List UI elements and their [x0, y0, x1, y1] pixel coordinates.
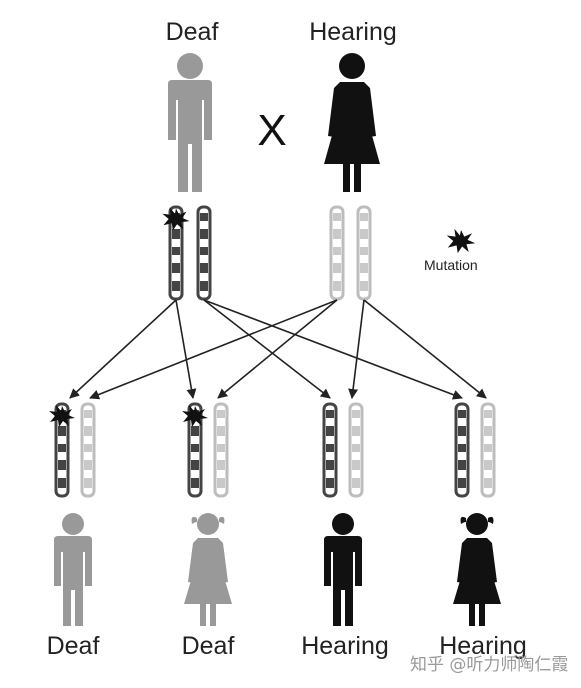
father-figure	[168, 53, 212, 192]
child-1-chromosomes	[49, 402, 96, 498]
child-2-chromosomes	[182, 402, 229, 498]
child-4-label: Hearing	[439, 632, 527, 660]
father-chromosomes	[162, 205, 212, 301]
mother-figure	[324, 53, 380, 192]
child-3-label: Hearing	[301, 632, 389, 660]
child-2-figure	[184, 513, 232, 626]
child-3-figure	[324, 513, 362, 626]
watermark: 知乎 @听力师陶仁霞	[410, 655, 569, 675]
mother-chromosomes	[329, 205, 372, 301]
child-1-figure	[54, 513, 92, 626]
child-4-chromosomes	[454, 402, 496, 498]
mutation-legend-icon	[446, 228, 476, 254]
cross-label: X	[257, 106, 287, 155]
mother-label: Hearing	[309, 18, 397, 46]
mutation-legend-label: Mutation	[424, 257, 478, 273]
inheritance-arrows	[69, 299, 487, 400]
child-1-label: Deaf	[46, 632, 100, 660]
child-2-label: Deaf	[181, 632, 235, 660]
child-4-figure	[453, 513, 501, 626]
child-3-chromosomes	[322, 402, 364, 498]
father-label: Deaf	[165, 18, 219, 46]
